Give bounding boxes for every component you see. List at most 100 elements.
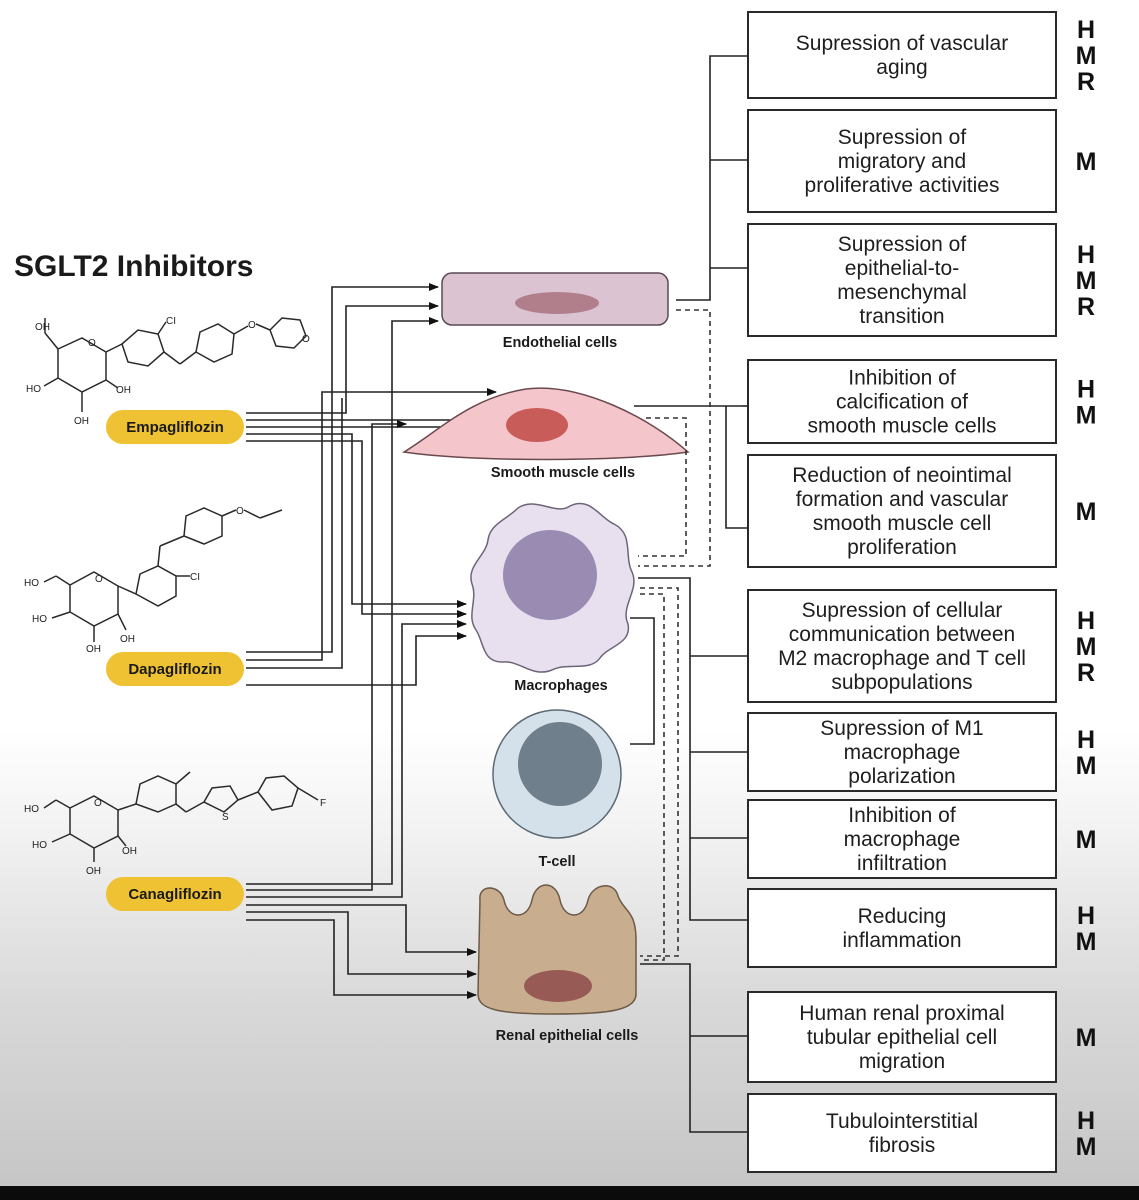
effect-text-line: Reducing [858,905,947,928]
effect-text-line: calcification of [836,391,968,414]
effect-text-line: Supression of cellular [802,599,1003,622]
arrow-dapa-macrophage [246,632,467,686]
cell-label: T-cell [538,854,575,870]
effect-text-line: Tubulointerstitial [826,1110,978,1133]
t-cell: T-cell [492,709,622,870]
chem-oh: OH [86,866,101,877]
bottom-black-bar [0,1186,1139,1200]
effect-box-border [747,1093,1057,1173]
cell-label: Smooth muscle cells [491,465,635,481]
cell-label: Macrophages [514,678,607,694]
effect-text-line: Inhibition of [848,367,956,390]
effect-text-line: transition [859,305,944,328]
species-letter: M [1076,42,1097,70]
arrow-dapa-renal [246,398,343,669]
canagliflozin-structure: S F HO O HO OH OH [24,771,326,877]
cell-label: Endothelial cells [503,335,617,351]
chem-ether-o: O [248,320,256,331]
species-letter: H [1077,726,1095,754]
chem-oh: OH [120,634,135,645]
effect-text-line: epithelial-to- [845,257,959,280]
effect-box-border [747,11,1057,99]
species-letter: M [1076,267,1097,295]
cell-label: Renal epithelial cells [496,1028,639,1044]
drug-label: Canagliflozin [128,886,221,903]
effect-text-line: macrophage [844,741,961,764]
dapagliflozin-structure: O HO O CI HO OH OH [24,506,283,655]
species-letter: M [1076,1024,1097,1052]
effect-text-line: aging [876,56,927,79]
effect-text-line: Supression of M1 [820,717,983,740]
empagliflozin-structure: OH CI O O HO OH OH O [26,316,310,427]
arrow-cana-renal-3 [246,919,477,999]
effect-box-border [747,454,1057,568]
species-letter: M [1076,1133,1097,1161]
chem-ho: HO [26,384,41,395]
effect-text-line: proliferation [847,536,957,559]
effect-text-line: Inhibition of [848,804,956,827]
arrow-empa-endothelial [246,302,439,414]
species-letter: M [1076,402,1097,430]
chem-ring-o: O [88,338,96,349]
chem-oh: OH [116,385,131,396]
macrophage-cell: Macrophages [470,502,635,694]
effect-text-line: polarization [848,765,955,788]
effect-box-border [747,223,1057,337]
arrow-empa-macrophage-2 [246,433,467,608]
cell-connectors [630,55,748,1133]
chem-cl: CI [190,572,200,583]
effect-box-border [747,359,1057,444]
arrow-dapa-smooth-muscle [246,388,497,661]
effect-text-line: subpopulations [831,671,972,694]
effect-box-border [747,991,1057,1083]
effect-text-line: formation and vascular [796,488,1008,511]
drug-label: Dapagliflozin [128,661,221,678]
effect-text-line: migration [859,1050,945,1073]
chem-ho: HO [24,804,39,815]
chem-cl: CI [166,316,176,327]
chem-f: F [320,798,326,809]
effect-text-line: mesenchymal [837,281,967,304]
effect-text-line: tubular epithelial cell [807,1026,997,1049]
effect-text-line: M2 macrophage and T cell [778,647,1026,670]
chem-ring-o: O [95,574,103,585]
effect-text-line: fibrosis [869,1134,936,1157]
species-letter: H [1077,607,1095,635]
arrow-cana-smooth-muscle [246,420,407,891]
effect-box: Supression ofepithelial-to-mesenchymaltr… [747,223,1097,337]
effect-text-line: infiltration [857,852,947,875]
drug-label: Empagliflozin [126,419,224,436]
chem-ring-o: O [94,798,102,809]
species-letter: R [1077,68,1095,96]
renal-epithelial-cell: Renal epithelial cells [477,884,639,1044]
smooth-muscle-cell: Smooth muscle cells [401,387,690,481]
species-letter: M [1076,826,1097,854]
chem-ho: HO [32,840,47,851]
effect-box-border [747,799,1057,879]
chem-ether-o: O [236,506,244,517]
effect-text-line: migratory and [838,150,966,173]
chem-thf-o: O [302,334,310,345]
effect-text-line: Supression of [838,126,967,149]
species-letter: R [1077,659,1095,687]
chem-oh: OH [35,322,50,333]
species-letter: M [1076,148,1097,176]
arrow-cana-endothelial [246,317,439,885]
species-letter: M [1076,498,1097,526]
drug-pill-empagliflozin: Empagliflozin [106,410,244,444]
species-letter: H [1077,376,1095,404]
effect-text-line: Human renal proximal [799,1002,1004,1025]
arrow-cana-renal-2 [246,911,477,978]
species-letter: M [1076,928,1097,956]
arrow-empa-smooth-muscle [246,412,476,422]
diagram-title: SGLT2 Inhibitors [14,250,253,283]
effect-box-border [747,589,1057,703]
chem-ho: HO [24,578,39,589]
